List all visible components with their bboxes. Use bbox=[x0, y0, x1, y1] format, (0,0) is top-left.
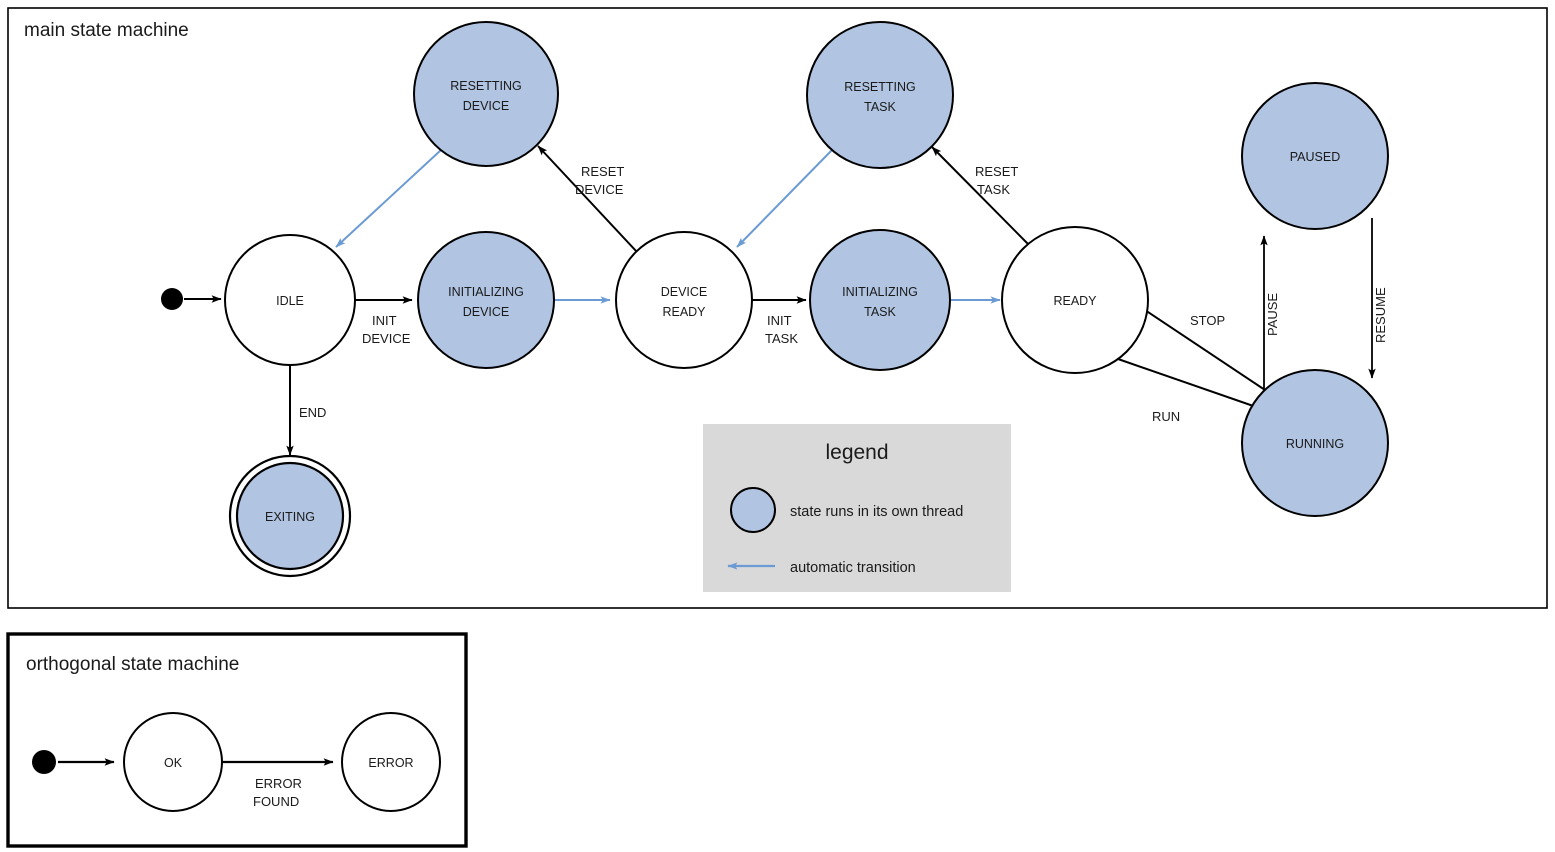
transition-init-task-label-1: TASK bbox=[765, 331, 798, 346]
state-ready-circle[interactable] bbox=[1001, 226, 1149, 374]
transition-auto-resetting-task-device-ready bbox=[736, 149, 833, 248]
transition-run-label-0: RUN bbox=[1152, 409, 1180, 424]
transition-run bbox=[1117, 358, 1263, 410]
transition-end-label-0: END bbox=[299, 405, 326, 420]
state-resetting-task[interactable]: RESETTING TASK bbox=[806, 21, 954, 169]
state-initializing-device[interactable]: INITIALIZING DEVICE bbox=[417, 231, 555, 369]
legend-auto-transition-text: automatic transition bbox=[790, 560, 916, 576]
state-ready-label: READY bbox=[1053, 294, 1097, 308]
state-device-ready[interactable]: DEVICE READY bbox=[615, 231, 753, 369]
legend: legend state runs in its own thread auto… bbox=[703, 424, 1011, 592]
orthogonal-initial-state-marker bbox=[32, 750, 56, 774]
state-exiting-inner-circle[interactable] bbox=[235, 461, 345, 571]
state-running[interactable]: RUNNING bbox=[1241, 369, 1389, 517]
state-running-label: RUNNING bbox=[1286, 437, 1344, 451]
state-idle[interactable]: IDLE bbox=[224, 234, 356, 366]
transition-pause-label-0: PAUSE bbox=[1265, 293, 1280, 336]
transition-reset-task-label-0: RESET bbox=[975, 164, 1018, 179]
orthogonal-frame-title: orthogonal state machine bbox=[26, 654, 239, 675]
legend-item-auto-transition: automatic transition bbox=[727, 560, 916, 576]
state-paused-circle[interactable] bbox=[1241, 82, 1389, 230]
transition-init-task-label-0: INIT bbox=[767, 313, 792, 328]
state-exiting-label: EXITING bbox=[265, 510, 315, 524]
transition-error-found-label-1: FOUND bbox=[253, 794, 299, 809]
state-resetting-device-label-0: RESETTING bbox=[450, 79, 522, 93]
transition-reset-task-label-1: TASK bbox=[977, 182, 1010, 197]
state-device-ready-label-0: DEVICE bbox=[661, 285, 708, 299]
state-initializing-task[interactable]: INITIALIZING TASK bbox=[809, 229, 951, 371]
transition-init-device-label-1: DEVICE bbox=[362, 331, 411, 346]
state-resetting-device-label-1: DEVICE bbox=[463, 99, 510, 113]
main-transitions: INIT DEVICE RESET DEVICE INIT TASK RESET… bbox=[184, 145, 1388, 456]
legend-item-thread-state: state runs in its own thread bbox=[730, 487, 963, 533]
state-initializing-task-label-0: INITIALIZING bbox=[842, 285, 918, 299]
state-resetting-device[interactable]: RESETTING DEVICE bbox=[413, 21, 559, 167]
orthogonal-states: OK ERROR bbox=[32, 712, 441, 812]
legend-thread-state-swatch-icon bbox=[730, 487, 776, 533]
state-initializing-device-circle[interactable] bbox=[417, 231, 555, 369]
transition-stop bbox=[1132, 301, 1269, 393]
state-resetting-task-label-1: TASK bbox=[864, 100, 896, 114]
state-ready[interactable]: READY bbox=[1001, 226, 1149, 374]
transition-reset-device bbox=[537, 145, 638, 253]
state-paused[interactable]: PAUSED bbox=[1241, 82, 1389, 230]
legend-title: legend bbox=[825, 441, 888, 464]
state-paused-label: PAUSED bbox=[1290, 150, 1340, 164]
transition-error-found-label-0: ERROR bbox=[255, 776, 302, 791]
initial-state-marker bbox=[161, 288, 183, 310]
transition-reset-device-label-0: RESET bbox=[581, 164, 624, 179]
state-device-ready-circle[interactable] bbox=[615, 231, 753, 369]
state-ok-circle[interactable] bbox=[123, 712, 223, 812]
transition-init-device-label-0: INIT bbox=[372, 313, 397, 328]
state-resetting-device-circle[interactable] bbox=[413, 21, 559, 167]
state-initializing-device-label-1: DEVICE bbox=[463, 305, 510, 319]
transition-stop-label-0: STOP bbox=[1190, 313, 1225, 328]
state-initializing-device-label-0: INITIALIZING bbox=[448, 285, 524, 299]
state-idle-label: IDLE bbox=[276, 294, 304, 308]
state-running-circle[interactable] bbox=[1241, 369, 1389, 517]
state-exiting[interactable]: EXITING bbox=[228, 454, 352, 578]
state-initializing-task-circle[interactable] bbox=[809, 229, 951, 371]
state-resetting-task-label-0: RESETTING bbox=[844, 80, 916, 94]
transition-reset-device-label-1: DEVICE bbox=[575, 182, 624, 197]
state-error[interactable]: ERROR bbox=[341, 712, 441, 812]
state-ok[interactable]: OK bbox=[123, 712, 223, 812]
orthogonal-transitions: ERROR FOUND bbox=[58, 758, 334, 809]
state-device-ready-label-1: READY bbox=[662, 305, 706, 319]
state-error-label: ERROR bbox=[368, 756, 413, 770]
state-ok-label: OK bbox=[164, 756, 183, 770]
main-frame-title: main state machine bbox=[24, 20, 189, 41]
legend-thread-state-text: state runs in its own thread bbox=[790, 504, 963, 520]
state-error-circle[interactable] bbox=[341, 712, 441, 812]
main-states: IDLE RESETTING DEVICE INITIALIZING DEVIC… bbox=[161, 21, 1389, 578]
state-resetting-task-circle[interactable] bbox=[806, 21, 954, 169]
state-initializing-task-label-1: TASK bbox=[864, 305, 896, 319]
transition-auto-resetting-device-idle bbox=[335, 149, 442, 248]
state-idle-circle[interactable] bbox=[224, 234, 356, 366]
transition-reset-task bbox=[931, 146, 1029, 245]
transition-resume-label-0: RESUME bbox=[1373, 287, 1388, 343]
